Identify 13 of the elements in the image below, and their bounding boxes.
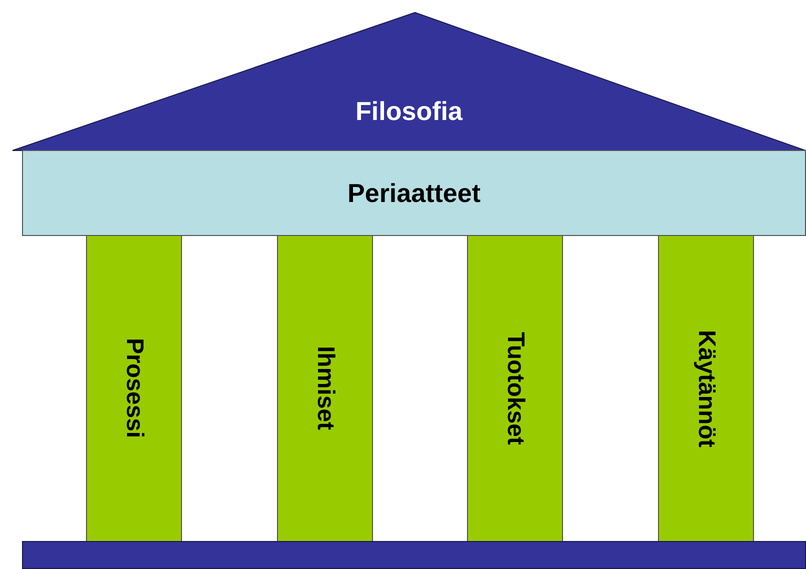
band-label: Periaatteet [348, 178, 480, 208]
pillar-label: Prosessi [120, 338, 148, 439]
pillar [658, 235, 754, 542]
pillar-label: Tuotokset [501, 332, 529, 445]
roof-triangle [12, 12, 806, 151]
pillar [467, 235, 563, 542]
pillar [277, 235, 373, 542]
foundation-bar [22, 541, 806, 569]
pillar-label: Käytännöt [692, 330, 720, 448]
pillar-label: Ihmiset [311, 346, 339, 431]
pillar [86, 235, 182, 542]
principles-band [22, 150, 806, 236]
roof-label: Filosofia [356, 96, 462, 127]
